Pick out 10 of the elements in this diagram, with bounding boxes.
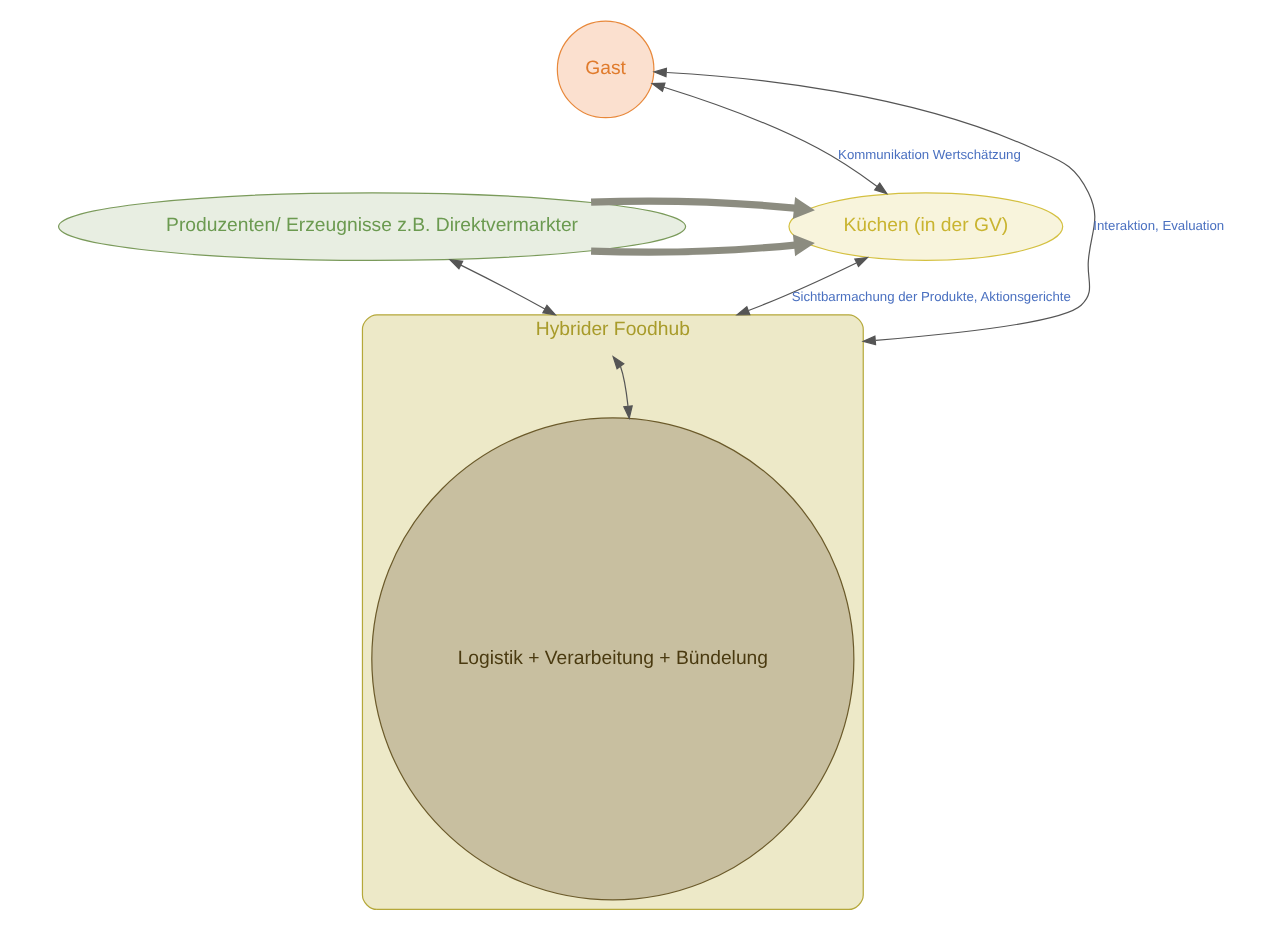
arrow (589, 234, 814, 257)
node-circle: Logistik + Verarbeitung + Bündelung (370, 417, 854, 901)
arrow (611, 355, 632, 421)
node-ellipse: Produzenten/ Erzeugnisse z.B. Direktvermarkter (56, 192, 686, 261)
node-circle: Gast (555, 20, 654, 119)
arrow (651, 67, 1095, 346)
arrow (447, 258, 556, 316)
arrow (734, 256, 869, 316)
arrow (589, 197, 814, 220)
arrow (649, 82, 888, 195)
